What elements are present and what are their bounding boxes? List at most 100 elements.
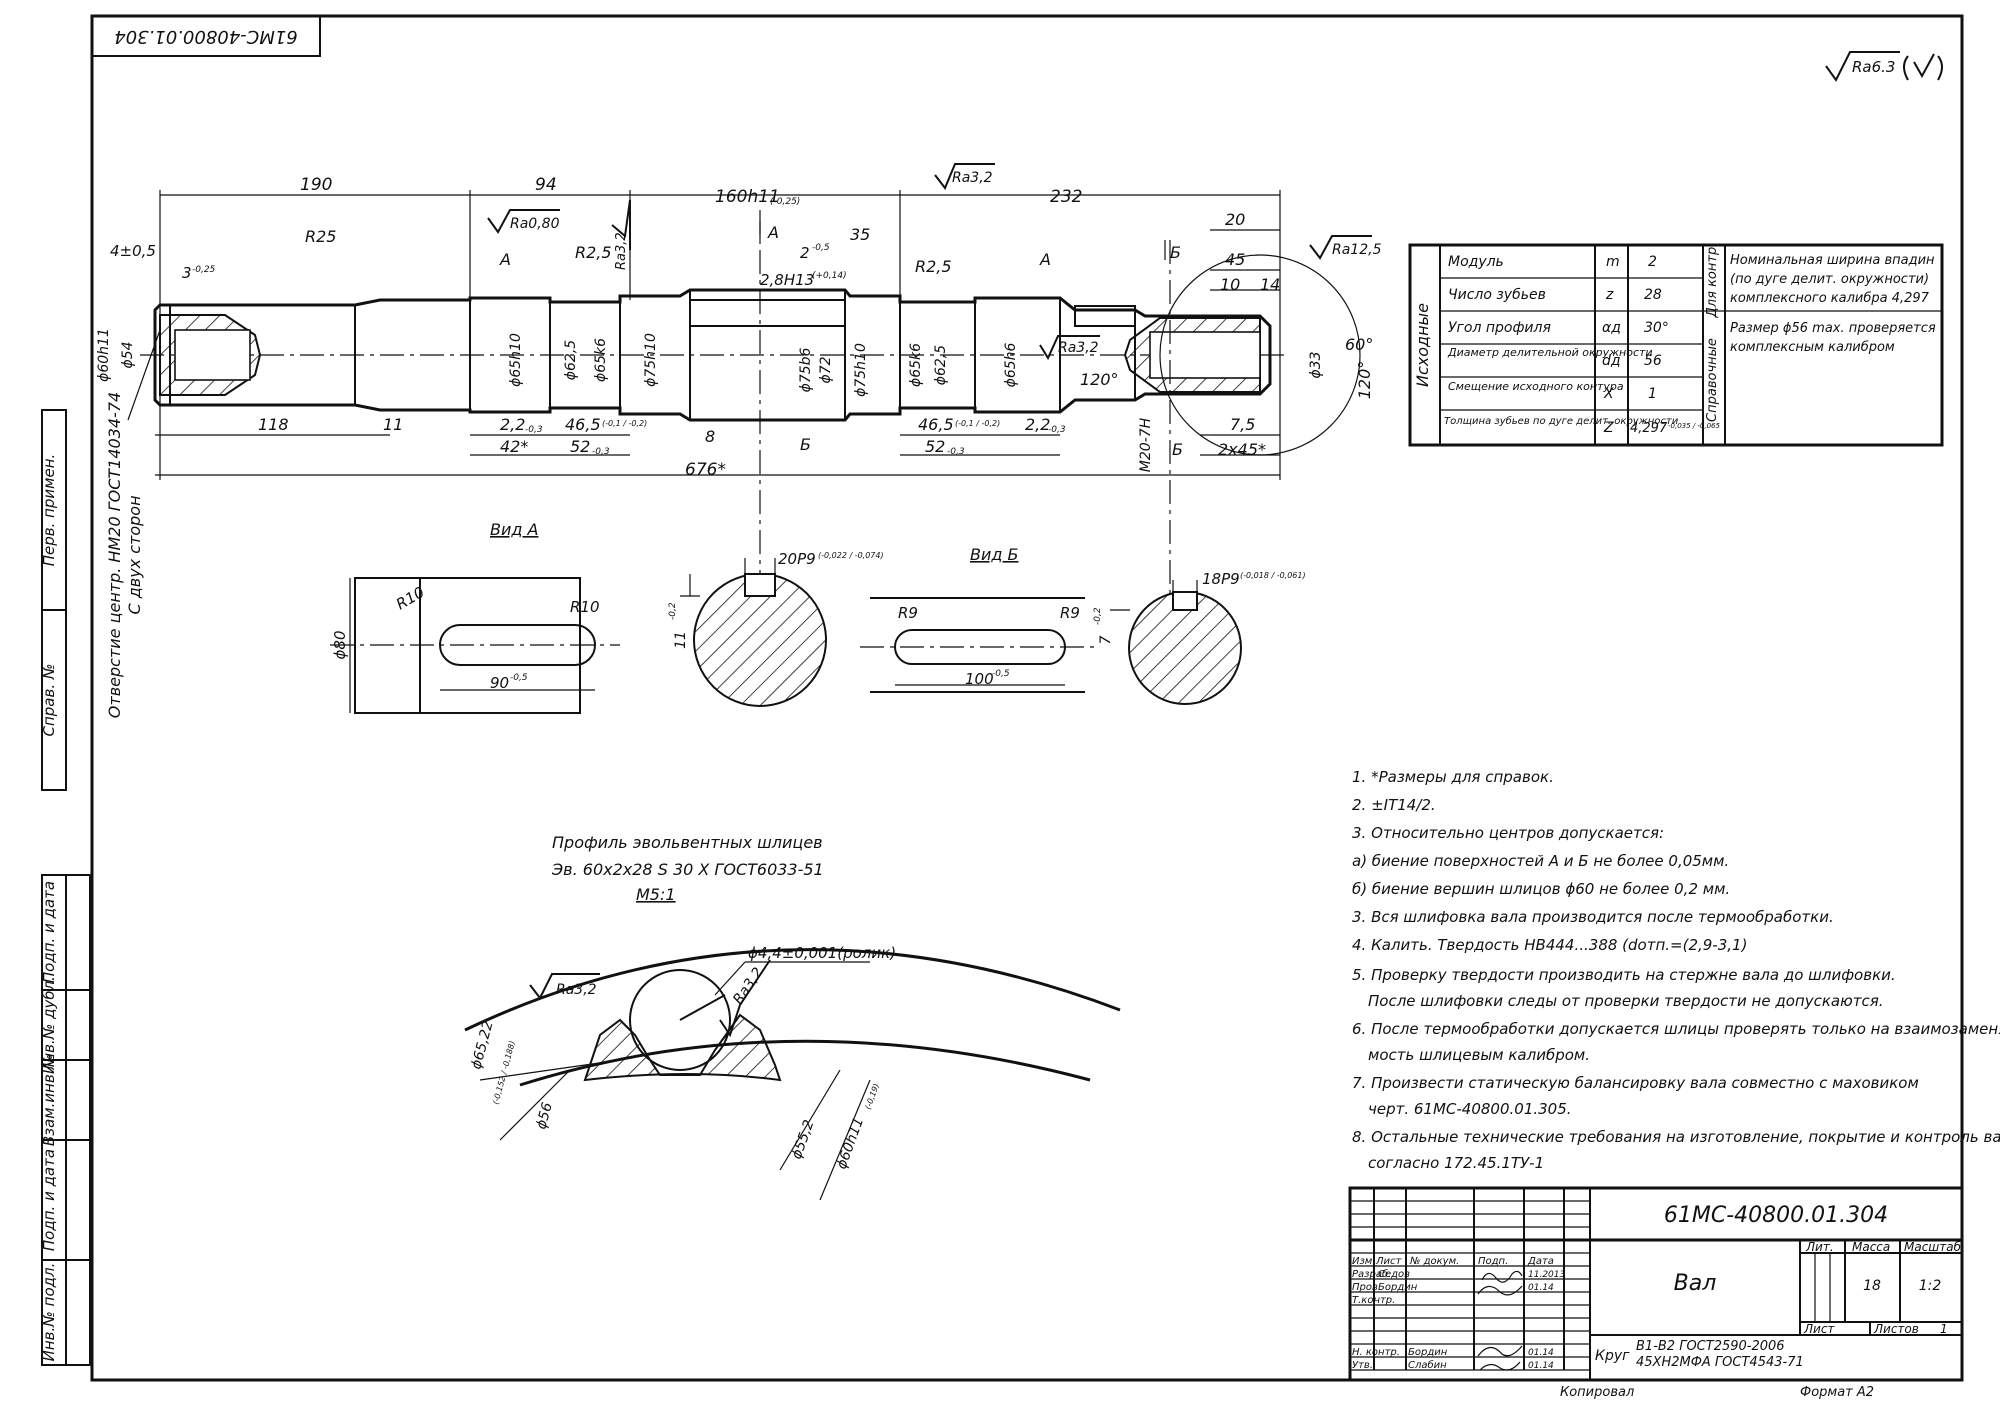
dim-160: 160h11 bbox=[715, 187, 780, 207]
section-a-1: А bbox=[499, 250, 511, 269]
view-b-r9a: R9 bbox=[898, 604, 918, 622]
spline-row-3-name: Диаметр делительной окружности bbox=[1447, 346, 1653, 359]
general-roughness-label: Ra6.3 bbox=[1852, 58, 1895, 76]
side-strip-4: Инв.№ подл. bbox=[40, 1263, 58, 1362]
signature-4 bbox=[1479, 1361, 1521, 1371]
section-a-3: А bbox=[767, 223, 779, 242]
title-role-0: Разраб. bbox=[1352, 1268, 1391, 1280]
dim-22b: 2,2 bbox=[1025, 415, 1050, 434]
spline-row-5-tol: -0,035 / -0,065 bbox=[1668, 422, 1720, 430]
dim-dia33: ϕ33 bbox=[1308, 351, 1324, 378]
spline-row-0-val: 2 bbox=[1648, 254, 1657, 270]
title-code: 61МС-40800.01.304 bbox=[1664, 1203, 1888, 1228]
dim-a120b: 120° bbox=[1355, 361, 1374, 400]
title-hdr-0: Изм. bbox=[1352, 1256, 1376, 1267]
note-6: 4. Калить. Твердость НВ444...388 (dотп.=… bbox=[1352, 936, 1747, 954]
dim-3-tol: -0,25 bbox=[192, 265, 216, 275]
shaft-ra-2: Ra3,2 bbox=[952, 170, 993, 186]
profile-ra-b: Ra3,2 bbox=[730, 965, 766, 1007]
dim-dia65a: ϕ65h10 bbox=[508, 333, 524, 387]
title-date-3: 01.14 bbox=[1528, 1348, 1554, 1358]
spline-profile-detail: Профиль эвольвентных шлицев Эв. 60х2х28 … bbox=[464, 833, 1121, 1201]
center-hole-note-line1: Отверстие центр. НМ20 ГОСТ14034-74 bbox=[105, 392, 124, 718]
title-scale-val: 1:2 bbox=[1919, 1278, 1942, 1294]
spline-row-4-val: 1 bbox=[1648, 386, 1657, 402]
note-11: 7. Произвести статическую балансировку в… bbox=[1352, 1074, 1919, 1092]
dim-11: 11 bbox=[383, 415, 403, 434]
dim-22a: 2,2 bbox=[500, 415, 525, 434]
dim-465b-tol: (-0,1 / -0,2) bbox=[955, 419, 1000, 428]
spline-row-1-name: Число зубьев bbox=[1448, 287, 1546, 303]
dim-75: 7,5 bbox=[1230, 415, 1255, 434]
dim-10: 10 bbox=[1220, 275, 1240, 294]
center-hole-note-line2: С двух сторон bbox=[125, 495, 144, 614]
dim-465b: 46,5 bbox=[918, 415, 954, 434]
dim-232: 232 bbox=[1050, 187, 1082, 207]
left-strip-sprav: Справ. № bbox=[40, 664, 58, 737]
view-a: Вид А ϕ80 R10 R10 90 -0,5 20P9 (-0,022 /… bbox=[330, 520, 884, 714]
dim-45: 45 bbox=[1225, 250, 1245, 269]
left-strip-perv: Перв. примен. bbox=[40, 454, 58, 567]
title-lit: Лит. bbox=[1805, 1240, 1834, 1254]
view-b-18p9: 18P9 bbox=[1202, 570, 1240, 588]
technical-notes: 1. *Размеры для справок. 2. ±IT14/2. 3. … bbox=[1352, 768, 2000, 1172]
spline-group-ctrl: Для контр. bbox=[1705, 243, 1720, 319]
title-name: Вал bbox=[1674, 1271, 1717, 1296]
profile-title-2: Эв. 60х2х28 S 30 X ГОСТ6033-51 bbox=[551, 860, 824, 879]
view-a-title: Вид А bbox=[490, 520, 538, 539]
spline-row-1-sym: z bbox=[1605, 287, 1614, 303]
shaft-view bbox=[140, 254, 1361, 456]
dim-465a-tol: (-0,1 / -0,2) bbox=[602, 419, 647, 428]
view-b-100: 100 bbox=[965, 670, 994, 688]
section-a-2: А bbox=[1039, 250, 1051, 269]
dim-r25c: R2,5 bbox=[915, 257, 952, 276]
profile-title-1: Профиль эвольвентных шлицев bbox=[552, 833, 823, 852]
spline-row-4-sym: X bbox=[1603, 386, 1614, 402]
spline-group-ref: Справочные bbox=[1705, 338, 1720, 422]
dim-dia625a: ϕ62,5 bbox=[563, 340, 579, 381]
profile-d60h11-tol: (-0,19) bbox=[863, 1082, 881, 1110]
dim-dia75h: ϕ75h10 bbox=[643, 333, 659, 387]
dim-4: 4±0,5 bbox=[110, 242, 156, 260]
side-strip-3: Подп. и дата bbox=[40, 1149, 58, 1251]
note-0: 1. *Размеры для справок. bbox=[1352, 768, 1554, 786]
dim-94: 94 bbox=[535, 175, 557, 195]
section-b-2: Б bbox=[1170, 243, 1181, 262]
spline-row-2-name: Угол профиля bbox=[1448, 320, 1551, 336]
view-a-11: 11 bbox=[673, 631, 689, 649]
dim-28-tol: (+0,14) bbox=[812, 271, 847, 281]
title-hdr-3: Подп. bbox=[1478, 1256, 1508, 1267]
spline-row-0-sym: m bbox=[1606, 254, 1620, 270]
spline-row-4-name: Смещение исходного контура bbox=[1448, 380, 1624, 393]
title-sheets-val: 1 bbox=[1940, 1322, 1948, 1336]
title-date-4: 01.14 bbox=[1528, 1361, 1554, 1371]
keyway-a bbox=[689, 299, 846, 327]
view-a-20p9: 20P9 bbox=[778, 550, 816, 568]
shaft-ra-1: Ra3,2 bbox=[614, 232, 629, 270]
dim-3: 3 bbox=[182, 264, 192, 282]
dim-52a-tol: -0,3 bbox=[592, 447, 610, 457]
title-copied: Копировал bbox=[1560, 1385, 1634, 1400]
shaft-ra-3: Ra3,2 bbox=[1058, 340, 1099, 356]
spline-table: Исходные Для контр. Справочные Модуль m … bbox=[1408, 243, 1944, 447]
spline-row-3-val: 56 bbox=[1644, 353, 1662, 369]
profile-d56: ϕ56 bbox=[533, 1101, 555, 1131]
title-hdr-1: Лист bbox=[1375, 1256, 1403, 1267]
dim-dia54: ϕ54 bbox=[120, 341, 136, 368]
dim-52b: 52 bbox=[925, 437, 945, 456]
stamp-code: 61МС-40800.01.304 bbox=[114, 26, 297, 47]
spline-row-2-sym: αд bbox=[1602, 320, 1621, 336]
shaft-roughness-marks: Ra0,80 Ra3,2 Ra3,2 Ra3,2 Ra12,5 bbox=[487, 163, 1382, 361]
side-strip-0: Подп. и дата bbox=[40, 881, 58, 983]
signature-2 bbox=[1477, 1285, 1523, 1296]
note-8: После шлифовки следы от проверки твердос… bbox=[1368, 992, 1884, 1010]
profile-scale: М5:1 bbox=[636, 885, 676, 904]
spline-ref-0: Размер ϕ56 max. проверяется bbox=[1730, 321, 1936, 336]
dim-35: 35 bbox=[850, 225, 870, 244]
title-role-2: Т.контр. bbox=[1352, 1295, 1395, 1306]
note-7: 5. Проверку твердости производить на сте… bbox=[1352, 966, 1896, 984]
view-b-r9b: R9 bbox=[1060, 604, 1080, 622]
dim-42: 42* bbox=[500, 437, 528, 456]
spline-row-2-val: 30° bbox=[1644, 320, 1669, 336]
